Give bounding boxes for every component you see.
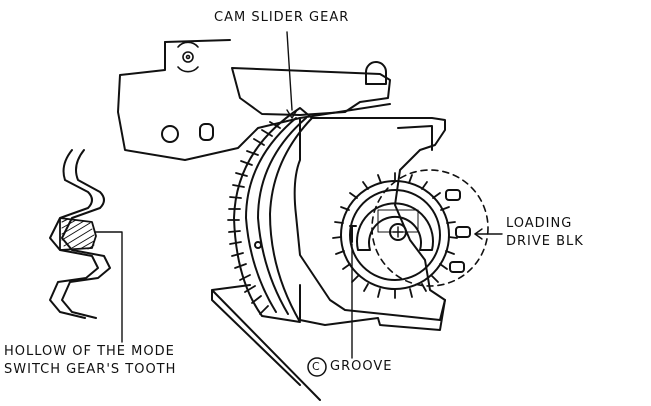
label-cam-slider-gear: CAM SLIDER GEAR	[214, 10, 350, 25]
chassis-bracket	[117, 41, 391, 161]
groove-marker-circle	[307, 357, 327, 377]
drive-roller-1	[445, 189, 461, 201]
label-groove: GROOVE	[330, 359, 393, 374]
bracket-hole-slot	[199, 123, 214, 141]
drive-gear-teeth	[332, 172, 458, 299]
drive-gear-root	[349, 189, 441, 281]
drive-roller-2	[455, 226, 471, 238]
leader-cam-arrow	[286, 109, 298, 119]
main-frame	[293, 117, 446, 321]
base-plate	[211, 284, 321, 401]
label-hollow-line2: SWITCH GEAR'S TOOTH	[4, 362, 177, 377]
leader-cam-slider	[286, 31, 293, 111]
cam-gear-inner-arc-2	[257, 117, 307, 315]
leader-hollow	[95, 231, 123, 343]
label-hollow-line1: HOLLOW OF THE MODE	[4, 344, 175, 359]
screw-mark	[177, 41, 199, 73]
groove-marker-letter: C	[312, 360, 320, 373]
cam-gear-inner-arc	[245, 117, 297, 313]
hollow-tooth-hatch-lines	[61, 218, 95, 250]
arm-pin	[365, 61, 387, 85]
label-loading-line2: DRIVE BLK	[506, 234, 584, 249]
mode-switch-gear-outline-2	[61, 149, 111, 319]
frame-right-top	[397, 125, 433, 151]
hub-inner	[377, 209, 419, 233]
hollow-tooth-hatched	[59, 217, 97, 251]
bracket-hole-round	[161, 125, 179, 143]
drive-gear-hub	[356, 202, 434, 251]
groove-mark	[349, 225, 357, 243]
drive-block-dashed-ring	[371, 169, 489, 287]
leader-loading-arrow	[474, 228, 483, 240]
cam-gear-body	[233, 107, 313, 323]
chassis-edge	[164, 39, 231, 43]
frame-lower	[299, 284, 446, 331]
cam-gear-teeth	[227, 121, 281, 315]
drive-roller-3	[449, 261, 465, 273]
label-loading-line1: LOADING	[506, 216, 573, 231]
mode-switch-gear-outline	[49, 149, 99, 319]
cam-gear-hole	[254, 241, 262, 249]
